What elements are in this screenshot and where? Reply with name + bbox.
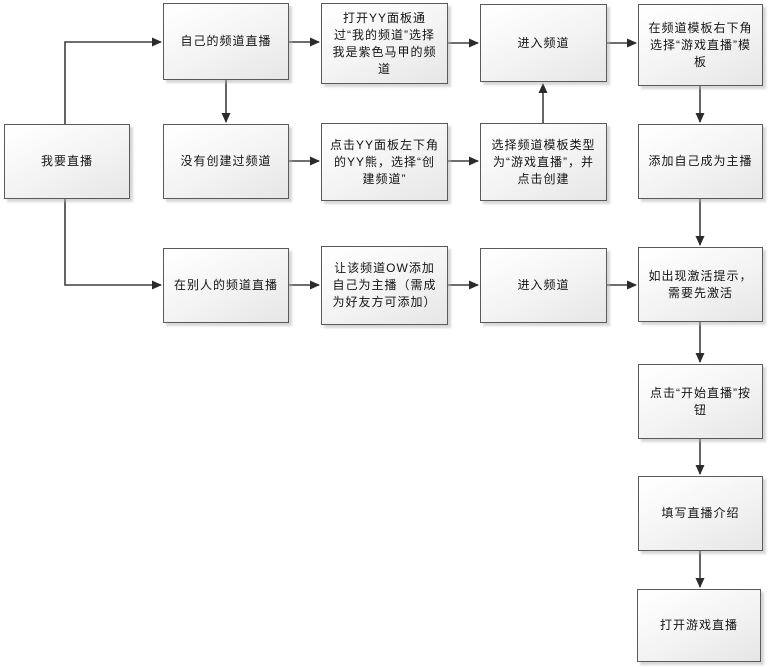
flow-node-label: 如出现激活提示，需要先激活 bbox=[648, 268, 753, 300]
flow-node-choose-type: 选择频道模板类型为“游戏直播”，并点击创建 bbox=[480, 123, 607, 201]
flow-node-select-template: 在频道模板右下角选择“游戏直播”模板 bbox=[638, 4, 763, 86]
flow-node-open-game-live: 打开游戏直播 bbox=[637, 589, 761, 662]
flow-node-label: 选择频道模板类型为“游戏直播”，并点击创建 bbox=[491, 137, 596, 186]
flow-node-add-self-anchor: 添加自己成为主播 bbox=[638, 124, 763, 199]
flow-node-label: 打开YY面板通过“我的频道”选择我是紫色马甲的频道 bbox=[332, 10, 437, 76]
flow-node-activate: 如出现激活提示，需要先激活 bbox=[638, 247, 763, 322]
flow-node-enter-channel-2: 进入频道 bbox=[480, 248, 607, 323]
flow-node-label: 没有创建过频道 bbox=[180, 154, 272, 168]
edge-start-to-others-channel bbox=[64, 199, 162, 290]
flow-node-click-yy-bear: 点击YY面板左下角的YY熊，选择“创建频道” bbox=[321, 123, 448, 201]
flow-node-label: 点击“开始直播”按钮 bbox=[650, 385, 751, 417]
edge-group bbox=[64, 37, 705, 588]
flow-node-label: 在频道模板右下角选择“游戏直播”模板 bbox=[648, 20, 753, 69]
flow-node-label: 我要直播 bbox=[40, 154, 93, 168]
flow-node-enter-channel-1: 进入频道 bbox=[480, 4, 607, 82]
flow-node-label: 添加自己成为主播 bbox=[648, 154, 753, 168]
flow-node-label: 进入频道 bbox=[517, 35, 570, 50]
flow-node-ow-add-anchor: 让该频道OW添加自己为主播（需成为好友方可添加） bbox=[321, 246, 448, 325]
flow-node-label: 打开游戏直播 bbox=[659, 618, 738, 632]
flow-node-own-channel: 自己的频道直播 bbox=[163, 3, 289, 80]
flow-node-label: 自己的频道直播 bbox=[180, 34, 272, 48]
flow-node-start: 我要直播 bbox=[4, 124, 130, 199]
flow-node-no-channel: 没有创建过频道 bbox=[163, 124, 289, 199]
flow-node-label: 点击YY面板左下角的YY熊，选择“创建频道” bbox=[329, 137, 439, 186]
flow-node-others-channel: 在别人的频道直播 bbox=[163, 248, 289, 323]
flow-node-label: 在别人的频道直播 bbox=[173, 278, 278, 292]
flow-node-open-yy-panel: 打开YY面板通过“我的频道”选择我是紫色马甲的频道 bbox=[321, 3, 448, 84]
flow-node-label: 让该频道OW添加自己为主播（需成为好友方可添加） bbox=[332, 261, 437, 309]
edge-start-to-own-channel bbox=[64, 37, 162, 124]
flow-node-click-start: 点击“开始直播”按钮 bbox=[638, 364, 763, 439]
flow-node-label: 进入频道 bbox=[517, 278, 570, 292]
flow-node-label: 填写直播介绍 bbox=[661, 506, 740, 520]
flow-node-fill-intro: 填写直播介绍 bbox=[638, 476, 763, 551]
